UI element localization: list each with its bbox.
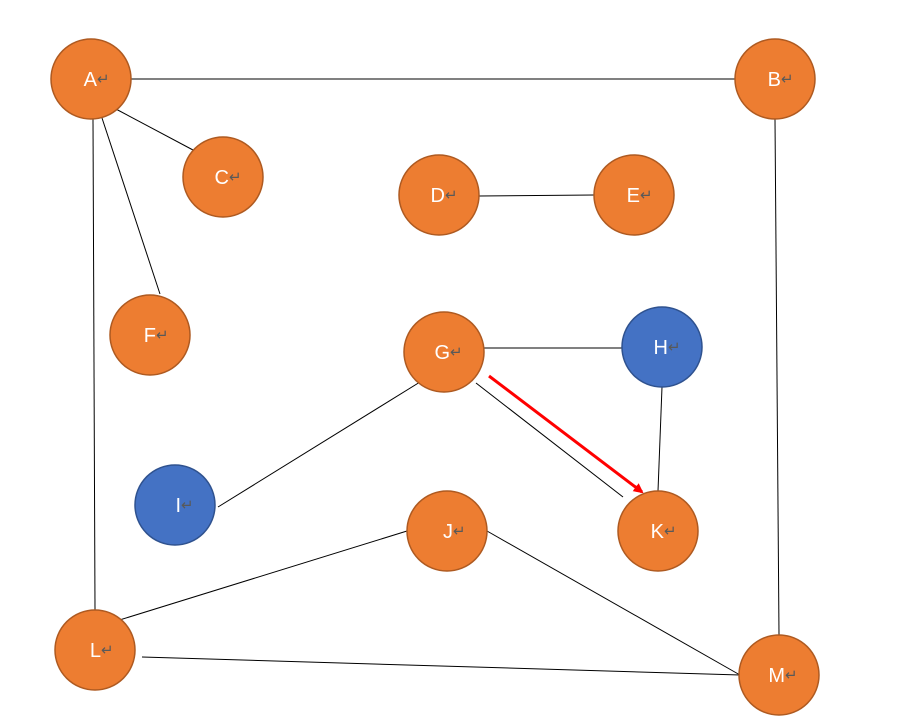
node-circle-c [182, 136, 264, 218]
node-circle-f [109, 294, 191, 376]
return-mark-icon: ↵ [229, 168, 242, 186]
node-label-k: K [651, 521, 665, 543]
edge-h-k [657, 386, 663, 492]
edge-d-e [478, 194, 595, 197]
node-label-d: D [431, 185, 445, 207]
node-circle-a [50, 38, 132, 120]
return-mark-icon: ↵ [101, 641, 114, 659]
node-label-a: A [84, 69, 98, 91]
node-label-f: F [144, 325, 156, 347]
highlight-layer [488, 374, 644, 494]
node-label-l: L [90, 640, 101, 662]
node-label-m: M [768, 665, 785, 687]
node-circle-m [738, 634, 820, 716]
return-mark-icon: ↵ [453, 522, 466, 540]
node-l: L↵ [54, 609, 136, 691]
node-label-i: I [175, 495, 181, 517]
edge-j-m [486, 530, 741, 676]
node-c: C↵ [182, 136, 264, 218]
node-circle-l [54, 609, 136, 691]
node-label-c: C [215, 167, 229, 189]
node-f: F↵ [109, 294, 191, 376]
node-i: I↵ [134, 464, 216, 546]
return-mark-icon: ↵ [668, 338, 681, 356]
node-circle-b [734, 38, 816, 120]
node-m: M↵ [738, 634, 820, 716]
node-circle-h [621, 306, 703, 388]
node-g: G↵ [403, 311, 485, 393]
node-circle-e [593, 154, 675, 236]
return-mark-icon: ↵ [664, 522, 677, 540]
node-label-j: J [443, 521, 453, 543]
node-h: H↵ [621, 306, 703, 388]
return-mark-icon: ↵ [181, 496, 194, 514]
highlight-arrow-g-k [488, 374, 644, 494]
return-mark-icon: ↵ [445, 186, 458, 204]
edge-layer [92, 78, 780, 676]
edge-b-m [774, 118, 780, 636]
node-circle-d [398, 154, 480, 236]
edge-a-c [113, 107, 194, 151]
node-label-e: E [627, 185, 640, 207]
node-circle-i [134, 464, 216, 546]
edge-g-i [217, 381, 421, 508]
node-circle-j [406, 490, 488, 572]
node-d: D↵ [398, 154, 480, 236]
node-label-h: H [654, 337, 668, 359]
return-mark-icon: ↵ [781, 70, 794, 88]
edge-a-f [101, 117, 161, 295]
node-j: J↵ [406, 490, 488, 572]
node-e: E↵ [593, 154, 675, 236]
edge-a-l [92, 118, 96, 611]
node-circle-g [403, 311, 485, 393]
edge-g-k [475, 382, 624, 498]
node-layer: A↵B↵C↵D↵E↵F↵G↵H↵I↵J↵K↵L↵M↵ [50, 38, 820, 716]
return-mark-icon: ↵ [450, 343, 463, 361]
node-label-g: G [434, 342, 450, 364]
node-b: B↵ [734, 38, 816, 120]
return-mark-icon: ↵ [97, 70, 110, 88]
node-k: K↵ [617, 490, 699, 572]
edge-j-l [112, 530, 408, 623]
return-mark-icon: ↵ [156, 326, 169, 344]
node-label-b: B [768, 69, 781, 91]
node-a: A↵ [50, 38, 132, 120]
edge-l-m [141, 656, 741, 676]
return-mark-icon: ↵ [785, 666, 798, 684]
return-mark-icon: ↵ [640, 186, 653, 204]
node-circle-k [617, 490, 699, 572]
